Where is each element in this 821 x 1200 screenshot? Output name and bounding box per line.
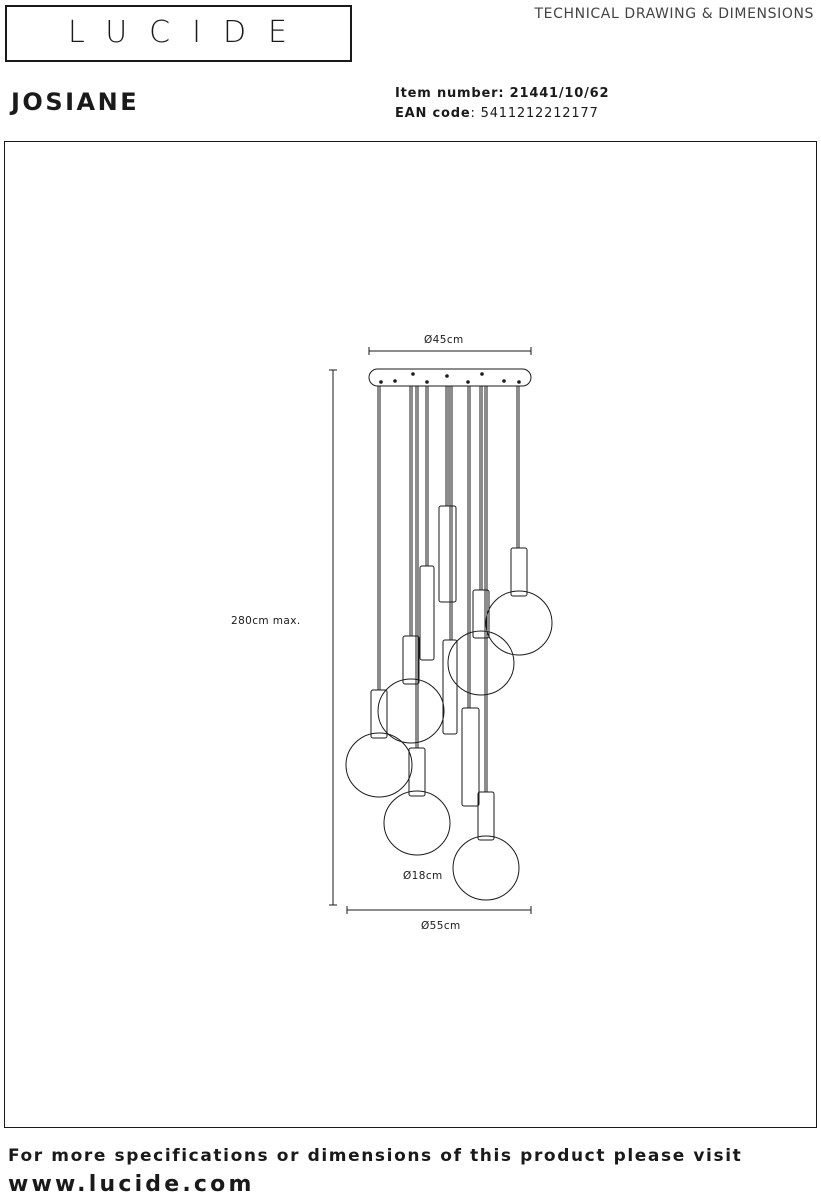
dim-label-bottom: Ø55cm xyxy=(421,920,461,932)
tube-pendant-2 xyxy=(419,565,435,661)
dim-label-globe: Ø18cm xyxy=(403,870,443,882)
item-number-row: Item number: 21441/10/62 xyxy=(395,84,609,104)
suspension-cords xyxy=(377,386,520,792)
dim-label-top: Ø45cm xyxy=(424,334,464,346)
ceiling-canopy xyxy=(368,368,532,387)
footer-text: For more specifications or dimensions of… xyxy=(8,1146,743,1166)
product-name: JOSIANE xyxy=(11,88,140,116)
logo-text: LUCIDE xyxy=(67,15,310,50)
tube-pendant-1 xyxy=(438,505,457,603)
tube-pendant-4 xyxy=(461,707,480,807)
globe-pendant-3 xyxy=(377,635,445,744)
product-meta: Item number: 21441/10/62 EAN code: 54112… xyxy=(395,84,609,124)
globe-pendant-1 xyxy=(485,547,553,656)
ean-value: : 5411212212177 xyxy=(470,106,599,121)
item-number-label: Item number: xyxy=(395,86,510,101)
globe-pendant-2 xyxy=(447,589,515,696)
brand-logo: LUCIDE xyxy=(5,5,352,62)
tube-pendant-3 xyxy=(442,639,458,735)
footer-url-link[interactable]: www.lucide.com xyxy=(8,1172,255,1197)
dim-label-height: 280cm max. xyxy=(231,615,301,627)
globe-pendant-6 xyxy=(452,791,520,901)
item-number-value: 21441/10/62 xyxy=(509,86,610,101)
ean-row: EAN code: 5411212212177 xyxy=(395,104,609,124)
globe-pendant-5 xyxy=(383,747,451,856)
document-type: TECHNICAL DRAWING & DIMENSIONS xyxy=(534,6,814,22)
globe-pendant-4 xyxy=(345,689,413,798)
drawing-frame xyxy=(4,141,817,1128)
ean-label: EAN code xyxy=(395,106,471,121)
